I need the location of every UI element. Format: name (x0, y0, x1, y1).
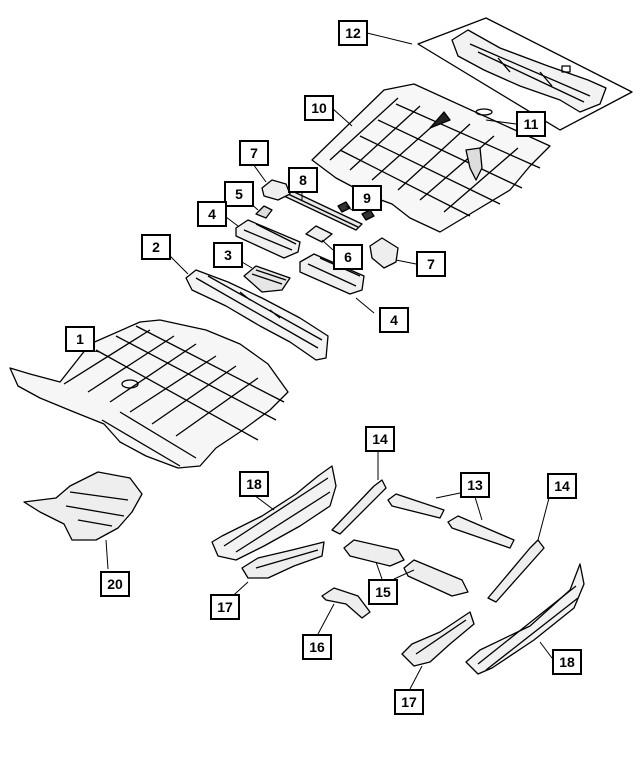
part-clips (337, 201, 375, 221)
part-front-floor-pan (9, 319, 289, 469)
callout-2: 2 (141, 234, 171, 260)
part-tunnel-reinforcement (23, 471, 143, 541)
callout-13: 13 (460, 472, 490, 498)
part-bracket-16 (321, 587, 371, 619)
callout-17-right: 17 (394, 689, 424, 715)
callout-15: 15 (368, 579, 398, 605)
part-sill-reinforcement-left (241, 541, 325, 579)
part-rear-crossmember-panel (417, 17, 633, 131)
callout-3: 3 (213, 242, 243, 268)
callout-14-right: 14 (547, 473, 577, 499)
callout-7-lower: 7 (416, 251, 446, 277)
part-pillar-right (487, 539, 545, 603)
part-center-crossmember-bar (283, 189, 363, 231)
callout-16: 16 (302, 634, 332, 660)
part-heat-shield-panel (243, 265, 291, 293)
part-sill-right (465, 563, 585, 675)
part-bracket-lower (369, 237, 399, 269)
callout-1: 1 (65, 326, 95, 352)
part-small-reinforcement (305, 225, 333, 243)
part-pillar-left (331, 479, 387, 535)
callout-9: 9 (352, 185, 382, 211)
callout-18-left: 18 (239, 471, 269, 497)
callout-14-left: 14 (365, 426, 395, 452)
callout-18-right: 18 (552, 649, 582, 675)
part-floor-rail (185, 269, 329, 361)
part-sill-left (211, 465, 337, 561)
part-brackets-15 (343, 539, 469, 597)
part-sill-reinforcement-right (401, 611, 475, 667)
callout-4-upper: 4 (197, 201, 227, 227)
part-small-bracket (255, 205, 273, 219)
callout-17-left: 17 (210, 594, 240, 620)
part-bracket-upper (261, 179, 291, 201)
callout-6: 6 (333, 244, 363, 270)
callout-4-lower: 4 (379, 307, 409, 333)
callout-12: 12 (338, 20, 368, 46)
callout-8: 8 (288, 167, 318, 193)
part-rear-floor-crossmembers (387, 493, 515, 549)
callout-5: 5 (224, 181, 254, 207)
callout-10: 10 (304, 95, 334, 121)
callout-20: 20 (100, 571, 130, 597)
callout-11: 11 (516, 111, 546, 137)
callout-7-upper: 7 (239, 140, 269, 166)
part-crossmember-upper (235, 219, 301, 259)
leader-lines (79, 32, 553, 690)
